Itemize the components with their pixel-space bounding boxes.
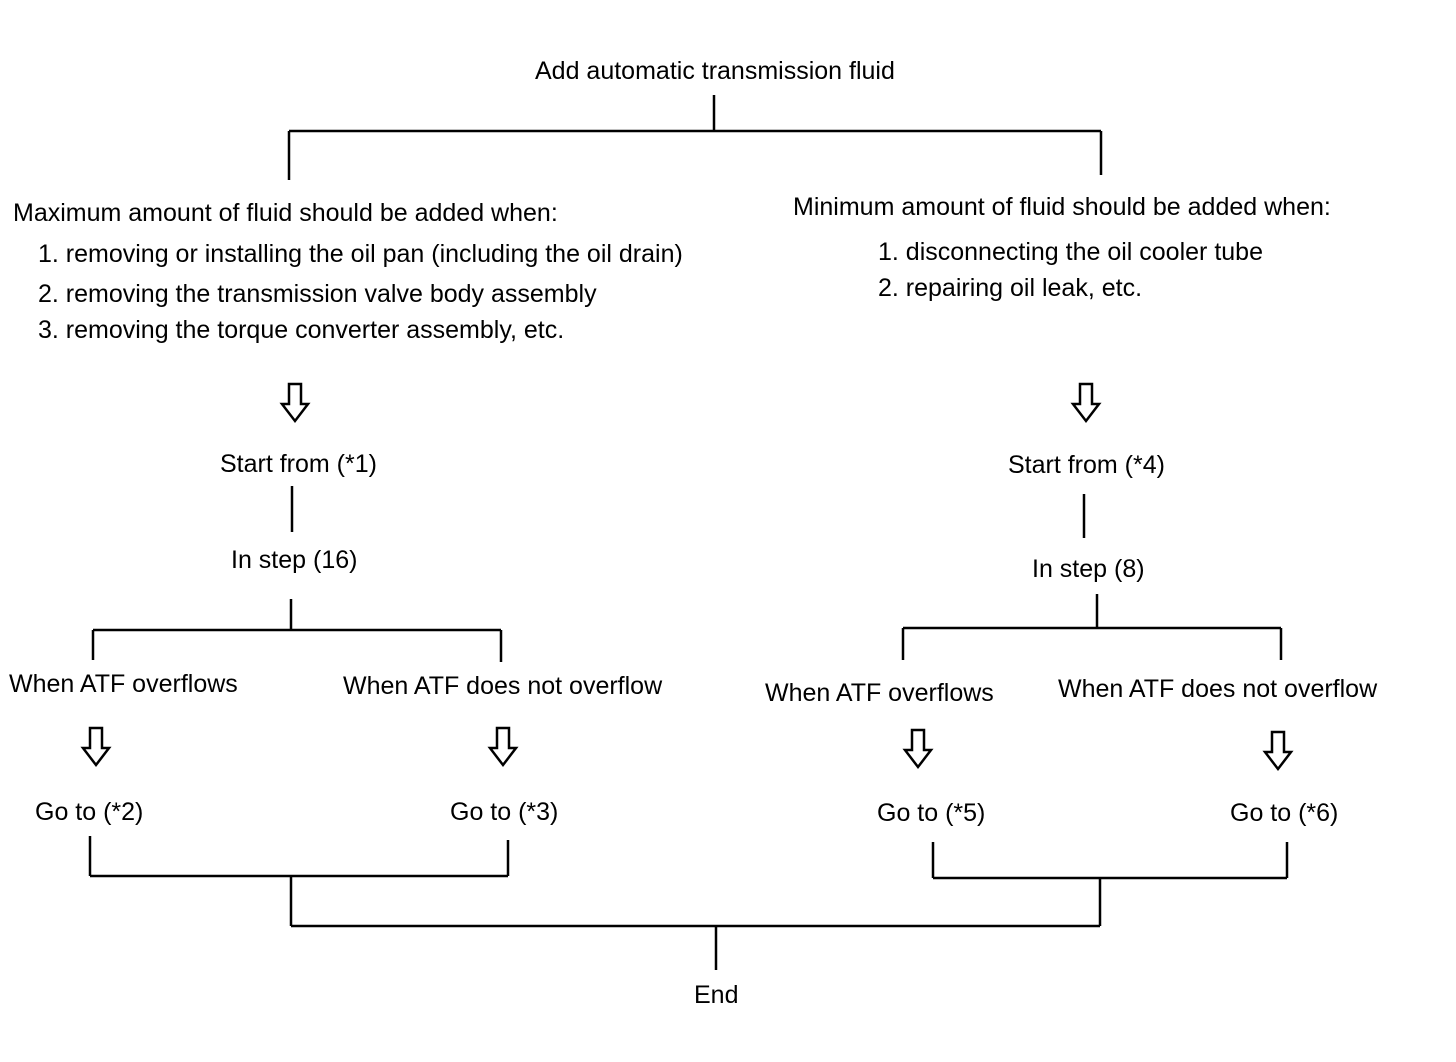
list-item: 3. removing the torque converter assembl…	[38, 316, 565, 344]
down-arrow-icon	[279, 382, 311, 424]
end-label: End	[694, 981, 739, 1009]
left-no-overflow-label: When ATF does not overflow	[343, 672, 663, 700]
left-goto-overflow: Go to (*2)	[35, 798, 144, 826]
left-heading: Maximum amount of fluid should be added …	[13, 199, 558, 227]
right-start-label: Start from (*4)	[1008, 451, 1165, 479]
left-goto-no-overflow: Go to (*3)	[450, 798, 559, 826]
right-heading: Minimum amount of fluid should be added …	[793, 193, 1331, 221]
right-goto-no-overflow: Go to (*6)	[1230, 799, 1339, 827]
down-arrow-icon	[487, 726, 519, 768]
list-item: 2. removing the transmission valve body …	[38, 280, 597, 308]
right-goto-overflow: Go to (*5)	[877, 799, 986, 827]
down-arrow-icon	[902, 728, 934, 770]
down-arrow-icon	[1262, 730, 1294, 772]
down-arrow-icon	[80, 726, 112, 768]
right-no-overflow-label: When ATF does not overflow	[1058, 675, 1378, 703]
list-item: 2. repairing oil leak, etc.	[878, 274, 1143, 302]
right-overflow-label: When ATF overflows	[765, 679, 994, 707]
left-start-label: Start from (*1)	[220, 450, 377, 478]
left-condition-list: 1. removing or installing the oil pan (i…	[38, 239, 683, 345]
down-arrow-icon	[1070, 382, 1102, 424]
left-overflow-label: When ATF overflows	[9, 670, 238, 698]
left-step-label: In step (16)	[231, 546, 358, 574]
right-step-label: In step (8)	[1032, 555, 1145, 583]
list-item: 1. removing or installing the oil pan (i…	[38, 240, 683, 268]
right-condition-list: 1. disconnecting the oil cooler tube 2. …	[878, 237, 1263, 303]
flowchart-title: Add automatic transmission fluid	[535, 57, 895, 85]
list-item: 1. disconnecting the oil cooler tube	[878, 238, 1263, 266]
